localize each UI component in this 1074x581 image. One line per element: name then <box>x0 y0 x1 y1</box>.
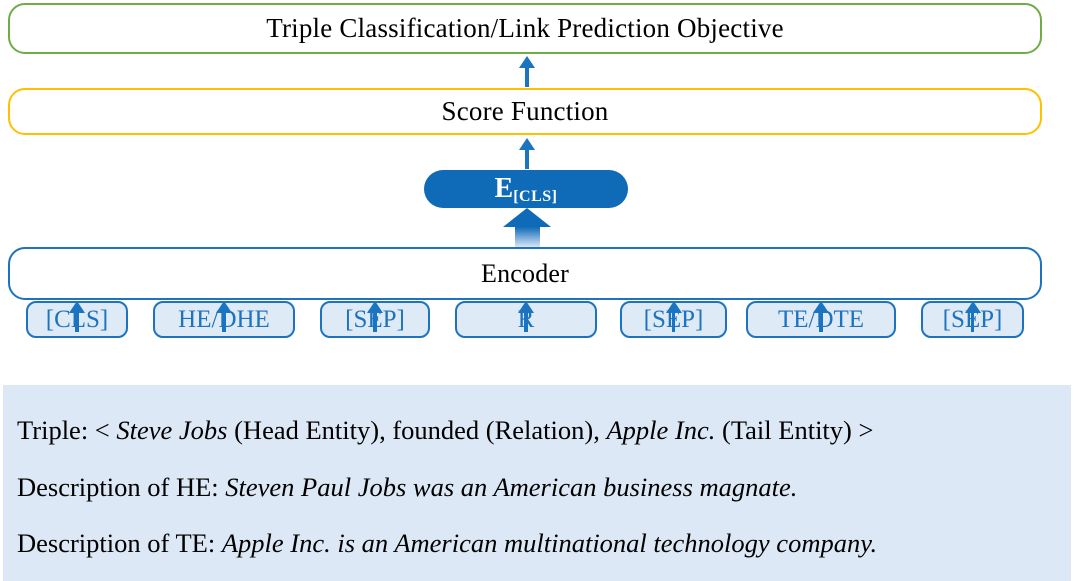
arrow-token-to-encoder <box>964 301 981 332</box>
triple-prefix: Triple: < <box>17 415 117 445</box>
arrow-shaft <box>525 150 529 169</box>
head-description-label: Description of HE: <box>17 472 226 502</box>
example-panel: Triple: < Steve Jobs (Head Entity), foun… <box>3 385 1071 581</box>
arrow-score-to-objective <box>519 56 535 87</box>
tail-description-line: Description of TE: Apple Inc. is an Amer… <box>17 528 1063 559</box>
arrow-shaft <box>75 313 79 332</box>
tail-description-text: Apple Inc. is an American multinational … <box>221 528 878 558</box>
token-slot-cls: [CLS] <box>26 301 128 370</box>
arrow-token-to-encoder <box>367 301 383 332</box>
up-arrowhead-icon <box>813 301 829 313</box>
arrow-encoder-to-ecls <box>503 208 551 247</box>
up-arrowhead-icon <box>367 301 383 313</box>
objective-label: Triple Classification/Link Prediction Ob… <box>266 13 784 43</box>
token-slot-sep-2: [SEP] <box>620 301 727 370</box>
score-function-box: Score Function <box>8 88 1042 135</box>
arrow-token-to-encoder <box>518 301 534 332</box>
ecls-base-label: E <box>494 173 514 204</box>
arrow-shaft <box>373 313 377 332</box>
arrow-token-to-encoder <box>69 301 85 332</box>
encoder-box: Encoder <box>8 247 1042 300</box>
score-function-label: Score Function <box>441 96 609 126</box>
up-arrowhead-icon <box>69 301 85 313</box>
up-arrowhead-icon <box>518 301 534 313</box>
up-arrowhead-icon <box>519 138 535 150</box>
up-arrowhead-icon <box>665 301 682 313</box>
token-slot-relation: R <box>455 301 597 370</box>
token-slot-he-dhe: HE/DHE <box>153 301 295 370</box>
encoder-label: Encoder <box>480 258 570 288</box>
arrow-shaft <box>970 313 975 332</box>
triple-middle: (Head Entity), founded (Relation), <box>227 415 607 445</box>
arrow-shaft <box>671 313 676 332</box>
token-slot-sep-1: [SEP] <box>320 301 430 370</box>
arrow-token-to-encoder <box>216 301 232 332</box>
thick-arrow-shaft <box>514 227 540 247</box>
arrow-ecls-to-score <box>519 138 535 169</box>
tail-entity-name: Apple Inc. <box>606 415 716 445</box>
up-arrowhead-icon <box>519 56 535 68</box>
arrow-token-to-encoder <box>665 301 682 332</box>
up-arrowhead-icon <box>964 301 981 313</box>
head-description-line: Description of HE: Steven Paul Jobs was … <box>17 472 1063 503</box>
ecls-subscript-label: [CLS] <box>513 188 558 205</box>
up-arrowhead-icon <box>216 301 232 313</box>
arrow-shaft <box>222 313 226 332</box>
head-entity-name: Steve Jobs <box>116 415 228 445</box>
triple-suffix: (Tail Entity) > <box>715 415 874 445</box>
thick-arrowhead-icon <box>503 208 551 227</box>
arrow-token-to-encoder <box>813 301 829 332</box>
arrow-shaft <box>524 313 528 332</box>
objective-box: Triple Classification/Link Prediction Ob… <box>8 3 1042 54</box>
tail-description-label: Description of TE: <box>17 528 222 558</box>
token-slot-te-dte: TE/DTE <box>746 301 896 370</box>
ecls-embedding-pill: E [CLS] <box>424 170 628 208</box>
arrow-shaft <box>819 313 823 332</box>
arrow-shaft <box>525 68 529 87</box>
triple-example-line: Triple: < Steve Jobs (Head Entity), foun… <box>17 415 1063 446</box>
head-description-text: Steven Paul Jobs was an American busines… <box>225 472 798 502</box>
token-slot-sep-3: [SEP] <box>921 301 1024 370</box>
